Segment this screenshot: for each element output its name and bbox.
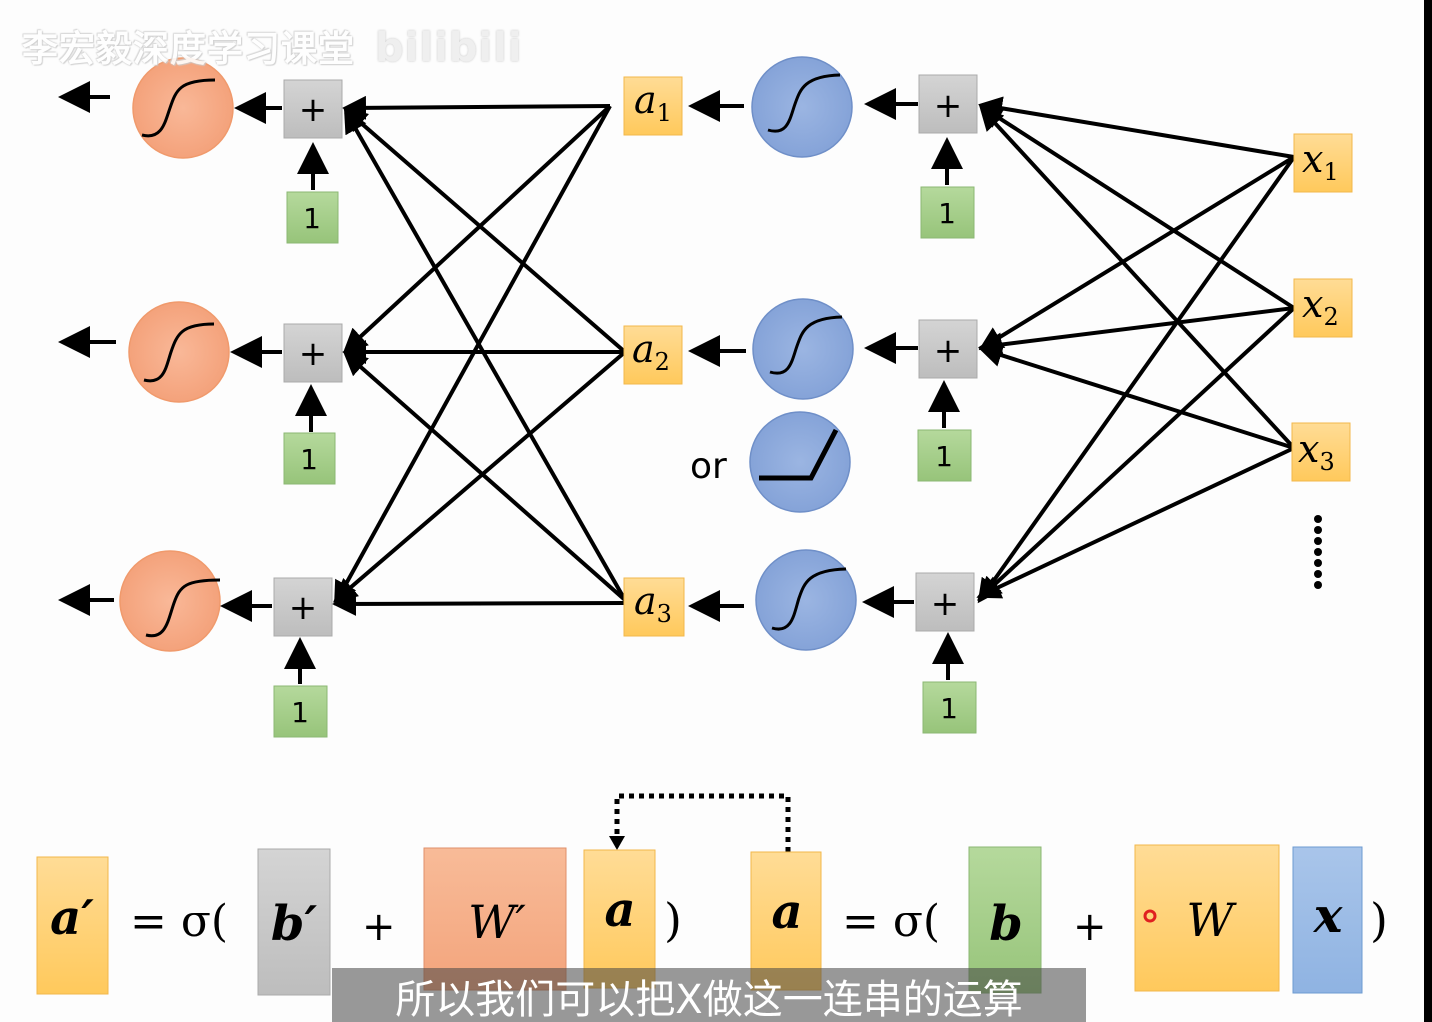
output-neuron-1: + 1 bbox=[58, 57, 343, 244]
activation-value-box bbox=[623, 577, 685, 637]
relu-alternative: or bbox=[690, 411, 851, 513]
bias-value: 1 bbox=[303, 202, 321, 235]
relu-neuron bbox=[749, 411, 851, 513]
bias-box bbox=[920, 186, 975, 239]
sigmoid-neuron bbox=[119, 550, 221, 652]
bilibili-logo: bilibili bbox=[375, 25, 523, 71]
sigmoid-curve-icon bbox=[767, 73, 841, 133]
sigmoid-curve-icon bbox=[145, 578, 221, 638]
activation-value-box bbox=[623, 325, 683, 385]
channel-name: 李宏毅深度学习课堂 bbox=[22, 29, 356, 70]
a-prime-vector bbox=[36, 856, 109, 995]
b-prime-vector bbox=[257, 848, 331, 996]
input-x2: x2 bbox=[1293, 278, 1353, 338]
close-paren: ) bbox=[664, 893, 682, 947]
output-neuron-3: + 1 bbox=[58, 550, 333, 738]
hidden-output-a2: a2 bbox=[623, 325, 683, 385]
a-prime-label: a′ bbox=[50, 890, 94, 946]
bias-value: 1 bbox=[935, 440, 953, 473]
bias-value: 1 bbox=[938, 197, 956, 230]
sum-node bbox=[918, 319, 978, 379]
sigmoid-curve-icon bbox=[771, 567, 847, 631]
hidden-output-a1: a1 bbox=[623, 76, 683, 136]
relu-curve-icon bbox=[759, 428, 839, 481]
b-prime-label: b′ bbox=[271, 896, 318, 952]
plus-sign: + bbox=[1073, 904, 1107, 950]
dotted-feedback-arrow bbox=[614, 793, 791, 852]
bias-box bbox=[286, 191, 339, 244]
bias-box bbox=[283, 432, 336, 485]
hidden-output-a3: a3 bbox=[623, 577, 685, 637]
output-neuron-2: + 1 bbox=[58, 301, 343, 485]
equation-hidden-layer: a = σ( b + W x ) bbox=[750, 844, 1388, 994]
a-vector bbox=[750, 851, 822, 991]
sigmoid-neuron bbox=[752, 298, 854, 400]
output-layer-connections bbox=[332, 95, 627, 616]
input-box bbox=[1293, 133, 1353, 193]
w-matrix bbox=[1134, 844, 1280, 992]
plus-sign: + bbox=[934, 331, 963, 371]
feedback-arrowhead bbox=[609, 836, 625, 850]
bias-box bbox=[273, 685, 328, 738]
plus-sign: + bbox=[931, 584, 960, 624]
bias-box bbox=[922, 681, 977, 734]
hidden-neuron-1: + 1 bbox=[688, 56, 978, 239]
sigmoid-neuron bbox=[751, 56, 853, 158]
input-ellipsis bbox=[1314, 515, 1322, 589]
a-vector bbox=[583, 849, 656, 989]
cursor-pointer-icon bbox=[1143, 909, 1157, 923]
input-x3: x3 bbox=[1291, 422, 1351, 482]
x2-label: x2 bbox=[1302, 282, 1339, 331]
bias-value: 1 bbox=[940, 692, 958, 725]
close-paren: ) bbox=[1370, 893, 1388, 947]
w-prime-matrix bbox=[423, 847, 567, 991]
activation-value-box bbox=[623, 76, 683, 136]
sigmoid-curve-icon bbox=[143, 322, 215, 383]
plus-sign: + bbox=[289, 588, 318, 628]
video-subtitle: 所以我们可以把X做这一连串的运算 bbox=[332, 968, 1086, 1022]
sigmoid-curve-icon bbox=[769, 315, 843, 375]
equals-sigma: = σ( bbox=[130, 896, 228, 947]
x-label: x bbox=[1313, 888, 1344, 944]
sum-node bbox=[283, 79, 343, 139]
x-vector bbox=[1292, 846, 1363, 994]
plus-sign: + bbox=[299, 90, 328, 130]
plus-sign: + bbox=[934, 86, 963, 126]
a-label: a bbox=[604, 882, 635, 938]
x3-label: x3 bbox=[1298, 427, 1335, 476]
sigmoid-curve-icon bbox=[141, 78, 216, 138]
plus-sign: + bbox=[299, 334, 328, 374]
bias-value: 1 bbox=[291, 696, 309, 729]
a2-label: a2 bbox=[632, 327, 670, 376]
hidden-neuron-3: + 1 bbox=[688, 549, 977, 734]
input-x1: x1 bbox=[1293, 133, 1353, 193]
sigmoid-neuron bbox=[755, 549, 857, 651]
bias-value: 1 bbox=[300, 443, 318, 476]
a-label: a bbox=[771, 884, 802, 940]
sum-node bbox=[918, 74, 978, 134]
a3-label: a3 bbox=[634, 579, 672, 628]
bias-box bbox=[917, 429, 972, 482]
x1-label: x1 bbox=[1302, 137, 1339, 186]
hidden-layer-connections bbox=[976, 96, 1296, 604]
hidden-neuron-2: + 1 bbox=[688, 298, 978, 482]
sigmoid-neuron bbox=[132, 57, 234, 159]
sum-node bbox=[273, 577, 333, 637]
channel-watermark: 李宏毅深度学习课堂 bilibili bbox=[22, 20, 523, 72]
equals-sigma: = σ( bbox=[842, 896, 940, 947]
b-label: b bbox=[989, 896, 1023, 952]
sum-node bbox=[915, 572, 975, 632]
sum-node bbox=[283, 323, 343, 383]
or-label: or bbox=[690, 446, 727, 487]
plus-sign: + bbox=[362, 904, 396, 950]
w-prime-label: W′ bbox=[468, 895, 526, 949]
a1-label: a1 bbox=[634, 78, 672, 127]
right-edge-bar bbox=[1424, 0, 1432, 1022]
equation-output-layer: a′ = σ( b′ + W′ a ) bbox=[36, 847, 682, 996]
input-box bbox=[1291, 422, 1351, 482]
sigmoid-neuron bbox=[128, 301, 230, 403]
input-box bbox=[1293, 278, 1353, 338]
w-label: W bbox=[1186, 893, 1237, 947]
